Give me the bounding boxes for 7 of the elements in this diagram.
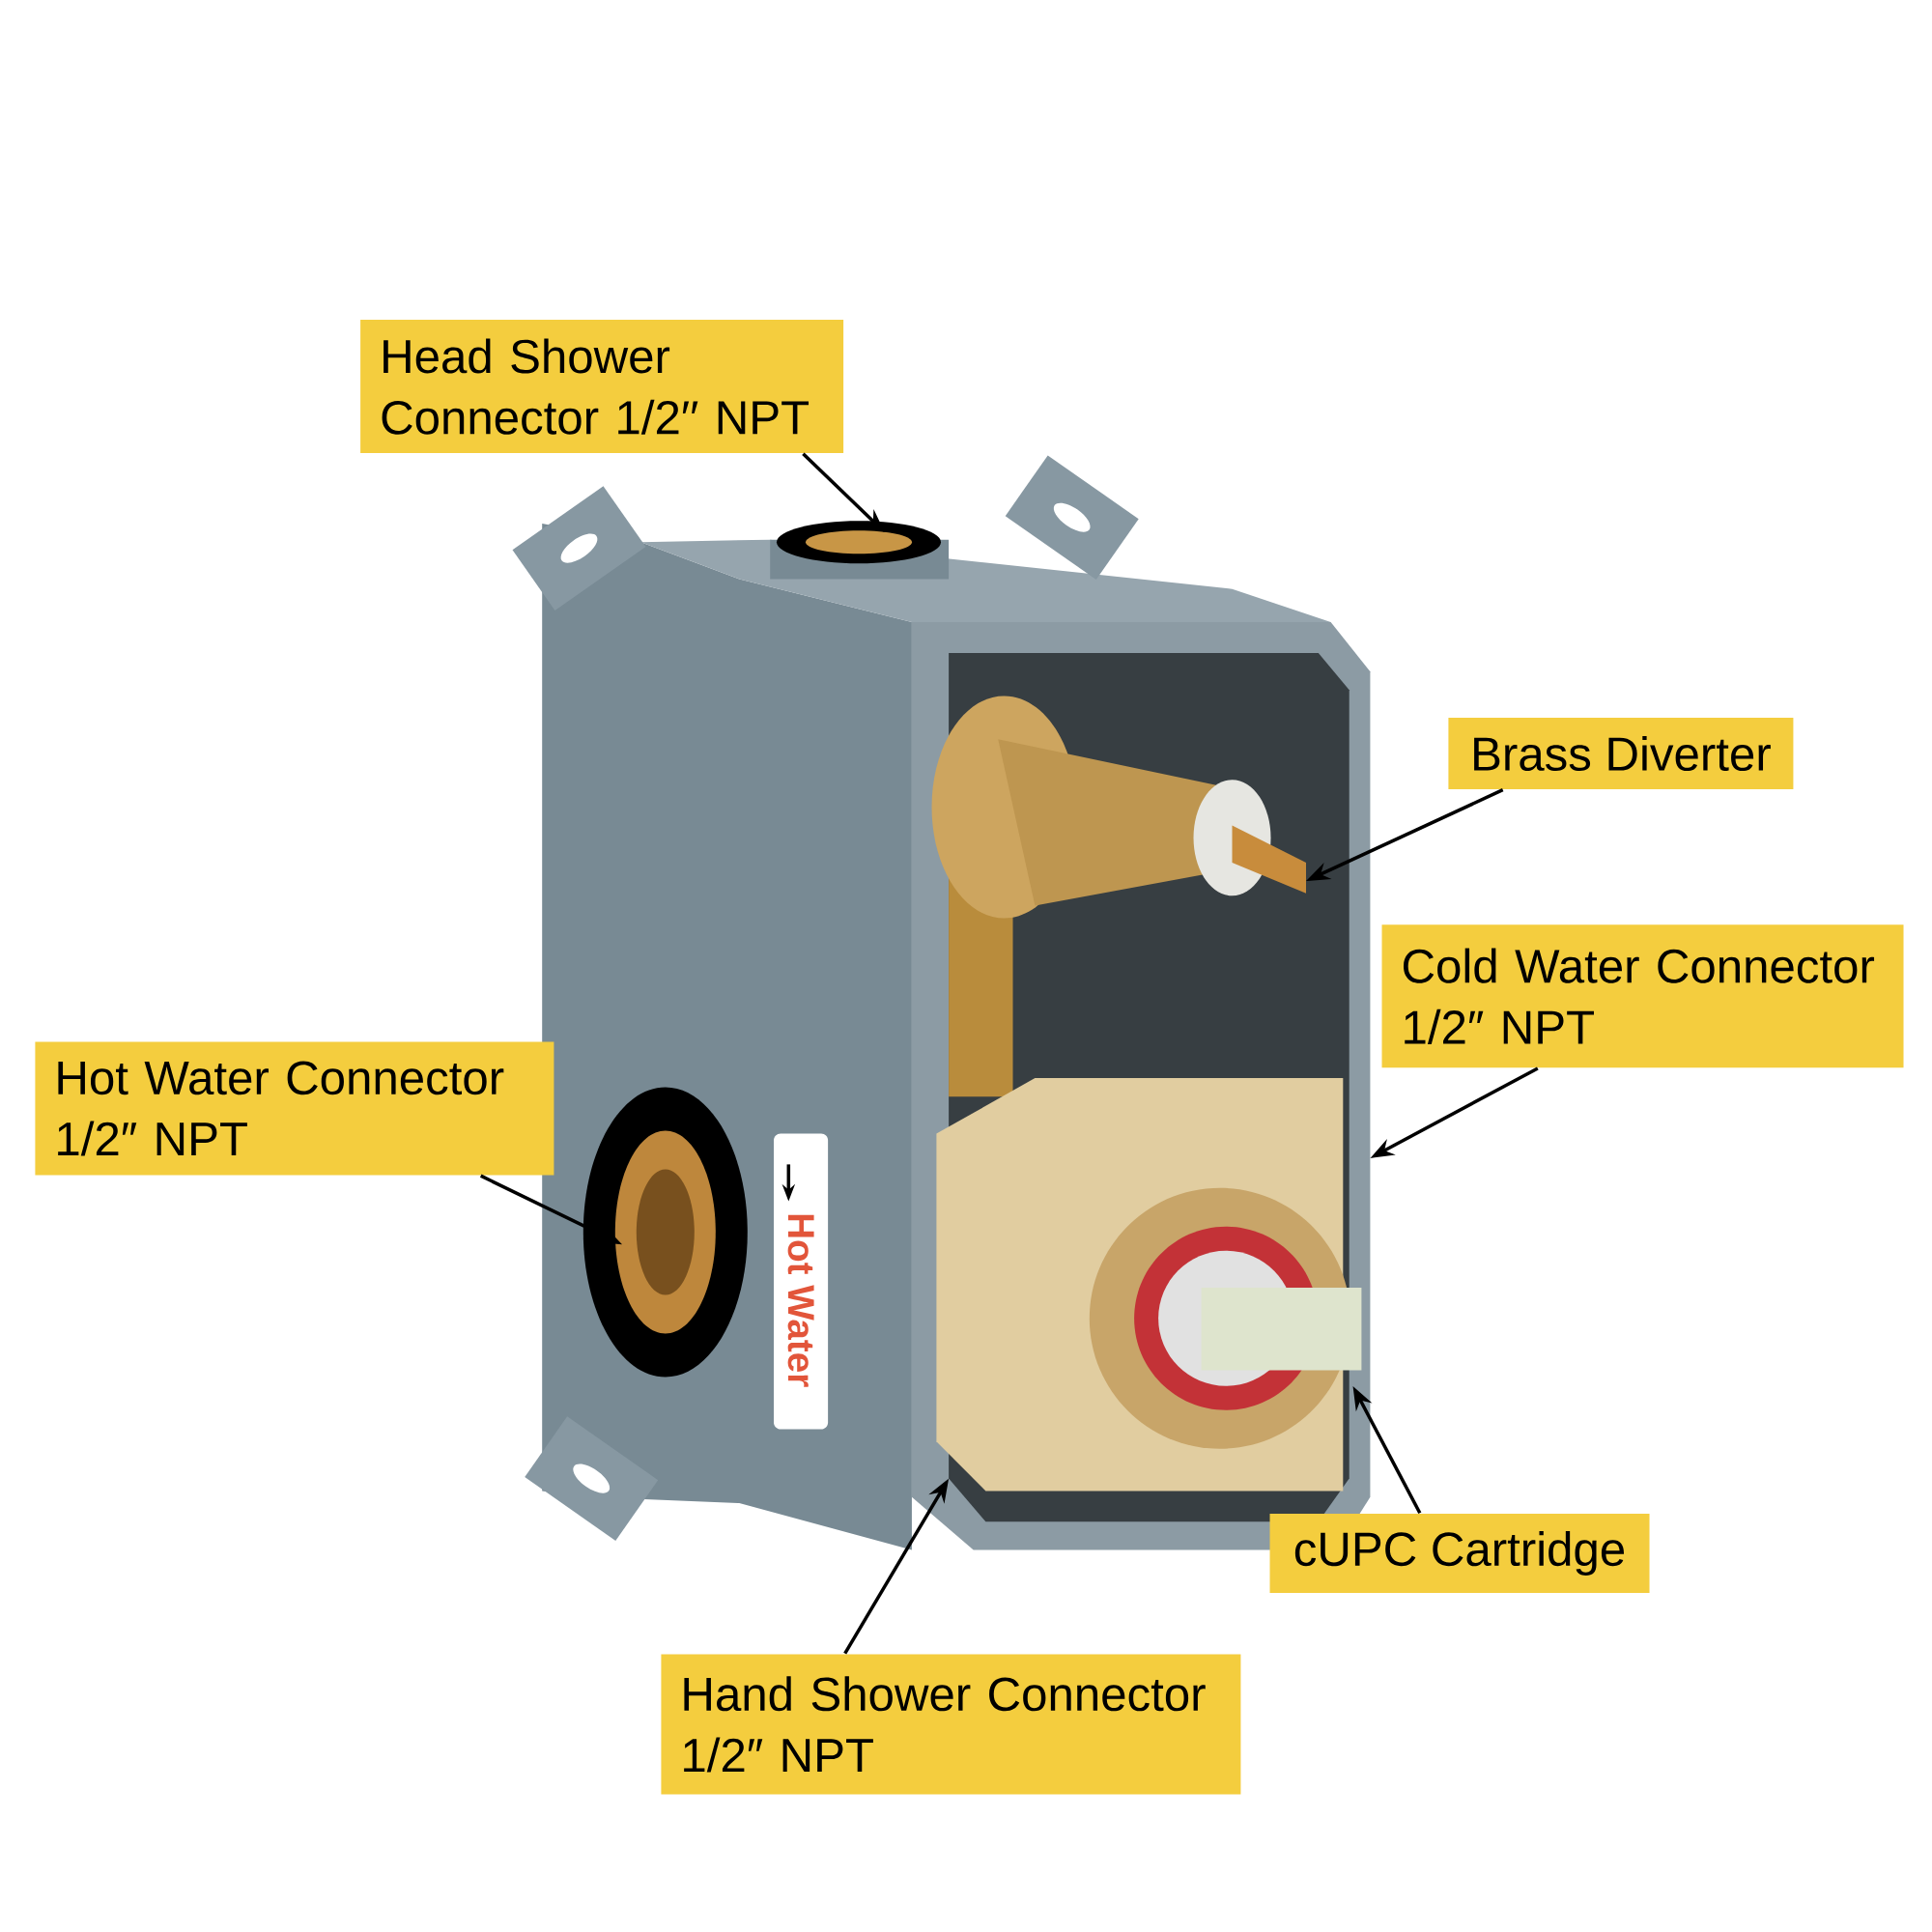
callout-box: Hand Shower Connector 1/2″ NPT (661, 1654, 1241, 1795)
callout-box: Hot Water Connector 1/2″ NPT (35, 1041, 554, 1176)
callout-box: Brass Diverter (1448, 718, 1794, 789)
callout-box: cUPC Cartridge (1269, 1514, 1650, 1593)
callout-box: Head Shower Connector 1/2′′ NPT (360, 320, 844, 454)
callout-box: Cold Water Connector 1/2″ NPT (1381, 924, 1904, 1068)
sticker-text: Hot Water (787, 1214, 814, 1387)
